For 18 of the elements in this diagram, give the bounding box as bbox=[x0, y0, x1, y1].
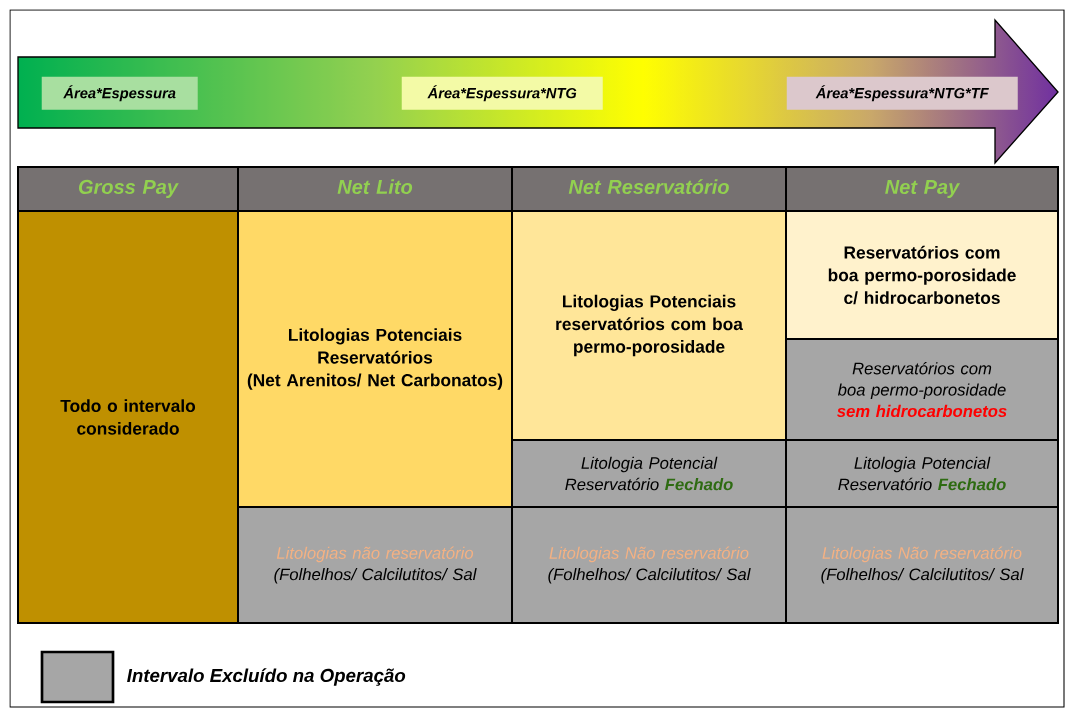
column-header: Net Lito bbox=[237, 166, 513, 212]
table-cell: Litologias Potenciais Reservatórios (Net Arenitos/ Net Carbonatos) bbox=[237, 210, 513, 508]
table-cell: Todo o intervalo considerado bbox=[17, 210, 239, 624]
table-cell: Reservatórios com boa permo-porosidade c/ hidrocarbonetos bbox=[785, 210, 1059, 340]
table-cell: Litologia Potencial Reservatório Fechado bbox=[511, 439, 787, 508]
table-cell: Litologia Potencial Reservatório Fechado bbox=[785, 439, 1059, 508]
tag-box: Área*Espessura*NTG bbox=[401, 76, 603, 110]
table-cell: Litologias Potenciais reservatórios com boa permo-porosidade bbox=[511, 210, 787, 441]
table-cell: Litologias não reservatório (Folhelhos/ Calcilutitos/ Sal bbox=[237, 506, 513, 624]
column-header: Net Pay bbox=[785, 166, 1059, 212]
table-cell: Litologias Não reservatório (Folhelhos/ Calcilutitos/ Sal bbox=[785, 506, 1059, 624]
tag-box: Área*Espessura*NTG*TF bbox=[786, 76, 1018, 110]
column-header: Gross Pay bbox=[17, 166, 239, 212]
table-cell: Reservatórios com boa permo-porosidade sem hidrocarbonetos bbox=[785, 338, 1059, 441]
legend-label: Intervalo Excluído na Operação bbox=[127, 668, 406, 686]
column-header: Net Reservatório bbox=[511, 166, 787, 212]
table-cell: Litologias Não reservatório (Folhelhos/ Calcilutitos/ Sal bbox=[511, 506, 787, 624]
tag-box: Área*Espessura bbox=[41, 76, 198, 110]
